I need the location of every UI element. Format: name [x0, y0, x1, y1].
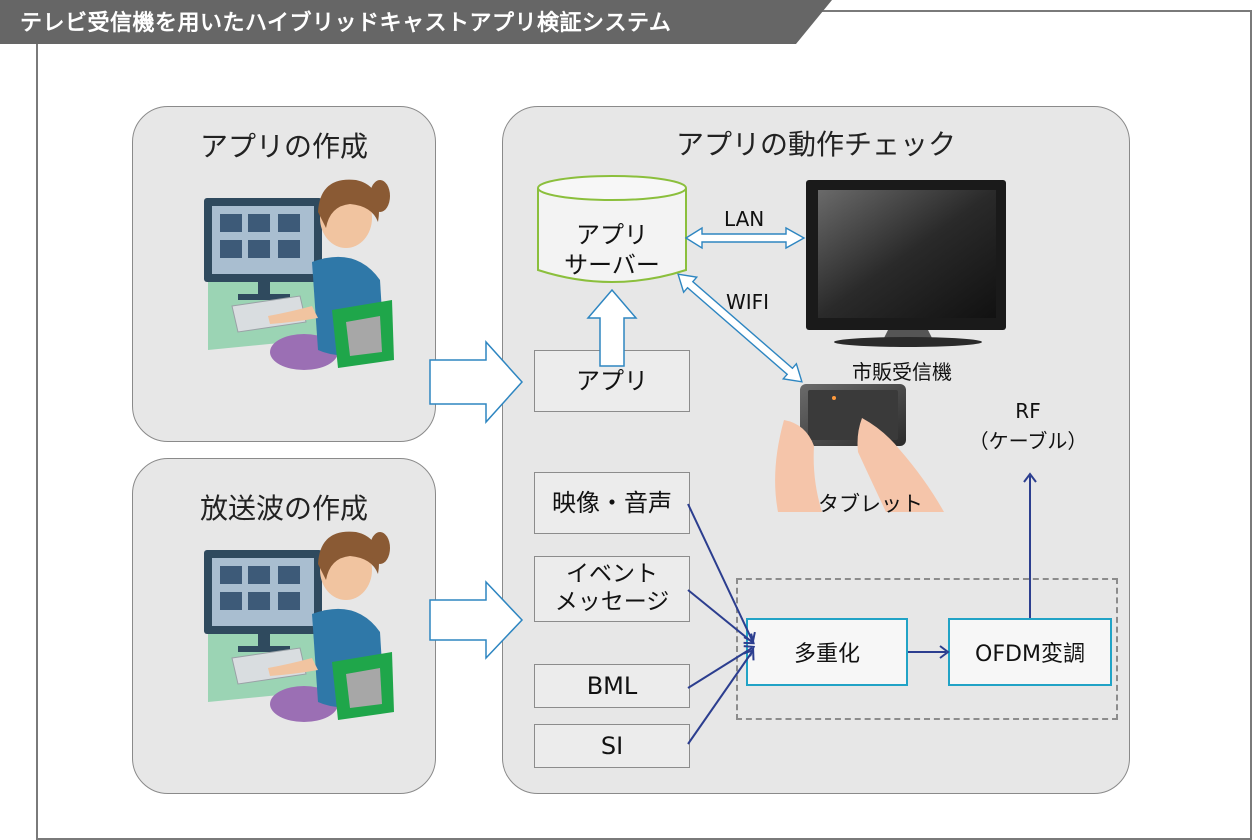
si-label: SI [600, 731, 624, 760]
event-message-label: イベント メッセージ [554, 561, 670, 615]
tv-label: 市販受信機 [852, 360, 952, 384]
panel-create-broadcast: 放送波の作成 [132, 458, 436, 794]
panel-check-app-title: アプリの動作チェック [675, 128, 956, 161]
si-box: SI [534, 724, 690, 768]
bml-box: BML [534, 664, 690, 708]
wifi-label: WIFI [726, 290, 770, 314]
app-box: アプリ [534, 350, 690, 412]
lan-label: LAN [724, 207, 765, 231]
multiplex-label: 多重化 [793, 642, 860, 667]
title-tab [0, 0, 832, 44]
tablet-label: タブレット [818, 492, 923, 516]
ofdm-label: OFDM変調 [975, 642, 1085, 667]
event-message-box: イベント メッセージ [534, 556, 690, 622]
ofdm-box: OFDM変調 [948, 618, 1112, 686]
bml-label: BML [586, 671, 638, 700]
video-audio-box: 映像・音声 [534, 472, 690, 534]
app-label: アプリ [576, 366, 648, 395]
video-audio-label: 映像・音声 [552, 488, 672, 517]
panel-create-broadcast-title: 放送波の作成 [199, 492, 368, 525]
multiplex-box: 多重化 [746, 618, 908, 686]
app-server-label: アプリ サーバー [564, 221, 660, 279]
panel-create-app: アプリの作成 [132, 106, 436, 442]
page-title: テレビ受信機を用いたハイブリッドキャストアプリ検証システム [20, 11, 672, 36]
rf-label: RF （ケーブル） [968, 399, 1088, 453]
panel-create-app-title: アプリの作成 [199, 130, 368, 163]
